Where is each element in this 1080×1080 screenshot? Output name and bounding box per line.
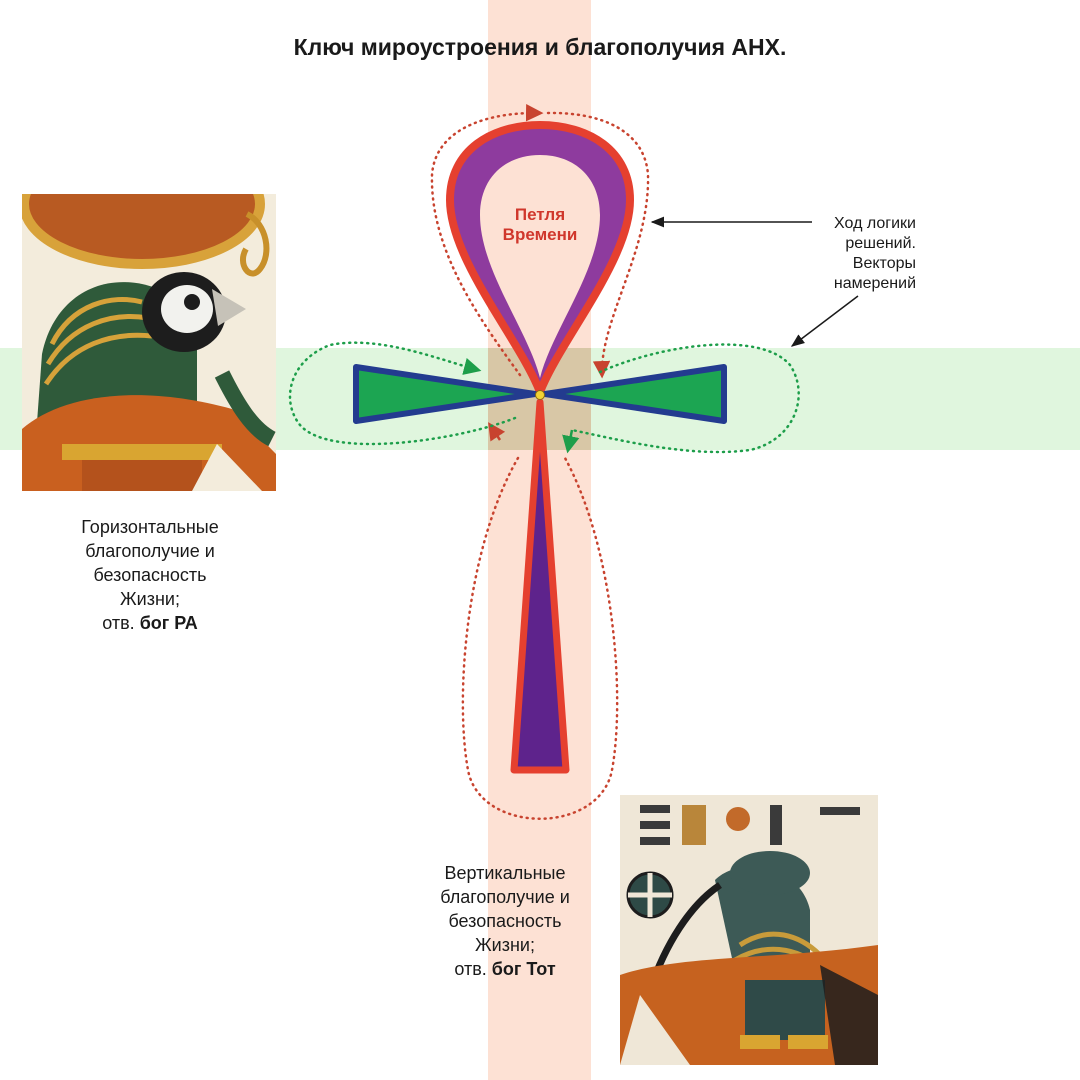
right-arm-flow-arrow [562, 429, 580, 454]
horizontal-caption-line2: благополучие и [85, 541, 215, 561]
horizontal-caption-line4: Жизни; [120, 589, 180, 609]
ankh-right-arm [542, 364, 727, 424]
horizontal-caption: Горизонтальные благополучие и безопаснос… [40, 515, 260, 635]
loop-label-line2: Времени [502, 225, 578, 244]
vertical-caption-line4: Жизни; [475, 935, 535, 955]
pointer-to-arm-flow [790, 295, 859, 347]
logic-note-line3: Векторы [852, 255, 916, 272]
stem-flow [461, 456, 619, 820]
vertical-caption-line5: отв. бог Тот [400, 957, 610, 981]
loop-flow-left [430, 104, 544, 377]
loop-label: Петля Времени [470, 205, 610, 245]
logic-note: Ход логики решений. Векторы намерений [780, 214, 916, 294]
horizontal-caption-god: бог РА [139, 613, 198, 633]
right-arm-flow [570, 343, 800, 454]
center-dot [535, 390, 545, 400]
stem-flow-arrow [488, 422, 506, 442]
vertical-caption-line2: благополучие и [440, 887, 570, 907]
ankh-loop-hole [480, 155, 600, 378]
vertical-caption-god: бог Тот [491, 959, 556, 979]
vertical-caption-prefix: отв. [454, 959, 492, 979]
thoth-painting-art [620, 795, 878, 1065]
ankh-stem [510, 398, 570, 774]
horizontal-caption-line3: безопасность [93, 565, 207, 585]
horizontal-caption-line1: Горизонтальные [81, 517, 219, 537]
loop-flow-right [546, 111, 650, 379]
logic-note-line1: Ход логики [834, 215, 916, 232]
ra-painting [22, 194, 276, 491]
thoth-painting [620, 795, 878, 1065]
horizontal-caption-line5: отв. бог РА [40, 611, 260, 635]
logic-note-line2: решений. [845, 235, 916, 252]
vertical-caption: Вертикальные благополучие и безопасность… [400, 861, 610, 981]
vertical-caption-line1: Вертикальные [444, 863, 566, 883]
horizontal-caption-prefix: отв. [102, 613, 140, 633]
ra-painting-art [22, 194, 276, 491]
loop-label-line1: Петля [514, 205, 566, 224]
logic-note-line4: намерений [833, 275, 916, 292]
vertical-caption-line3: безопасность [448, 911, 562, 931]
left-arm-flow [288, 341, 517, 446]
page-title: Ключ мироустроения и благополучия АНХ. [293, 34, 787, 60]
ankh-left-arm [353, 364, 538, 424]
